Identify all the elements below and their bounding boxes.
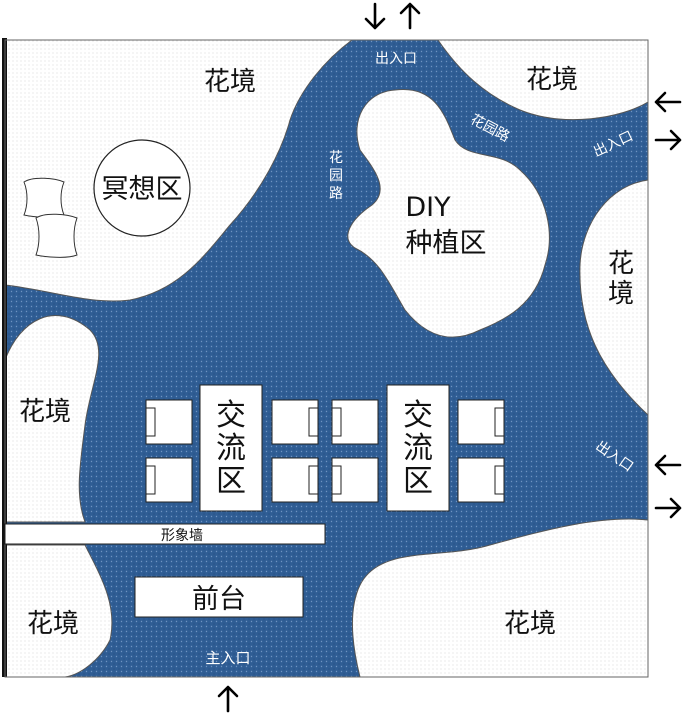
front-desk [134,576,304,618]
arrow-icon [217,2,682,713]
exchange-right-char-1: 交 [403,398,433,433]
diy-label-line2: 种植区 [406,228,487,259]
flower-label-bottom-left: 花境 [27,609,79,639]
garden-bottom-left [4,544,113,678]
meditation-label: 冥想区 [102,174,183,205]
exchange-area-left [199,384,263,512]
garden-path-vertical-3: 路 [329,186,343,202]
exchange-area-right [386,384,450,512]
diy-label-line1: DIY [405,192,451,223]
chair-icon [145,399,505,503]
garden-path-vertical-2: 园 [329,168,343,184]
flower-label-right-1: 花 [608,249,634,279]
garden-left [4,315,100,523]
flower-label-bottom-right: 花境 [504,609,556,639]
garden-right [579,179,649,417]
entrance-top-label: 出入口 [375,51,417,67]
exchange-left-char-3: 区 [216,464,246,499]
image-wall-label: 形象墙 [161,528,203,544]
diy-planting-area [347,89,550,338]
site-border [4,39,649,678]
pillow-icon [23,177,78,258]
image-wall [4,523,326,545]
meditation-area [93,139,191,237]
exchange-right-char-2: 流 [403,431,433,466]
garden-path-vertical-1: 花 [329,150,343,166]
exchange-left-char-1: 交 [216,398,246,433]
garden-top-right [437,39,649,121]
flower-label-right-2: 境 [608,279,634,309]
flower-label-left: 花境 [19,397,71,427]
garden-bottom-right [352,518,649,678]
main-entrance-label: 主入口 [205,649,250,667]
front-desk-label: 前台 [192,584,246,615]
flower-label-top-left: 花境 [204,67,256,97]
flower-label-top-right: 花境 [526,65,578,95]
exchange-right-char-3: 区 [403,464,433,499]
exchange-left-char-2: 流 [216,431,246,466]
